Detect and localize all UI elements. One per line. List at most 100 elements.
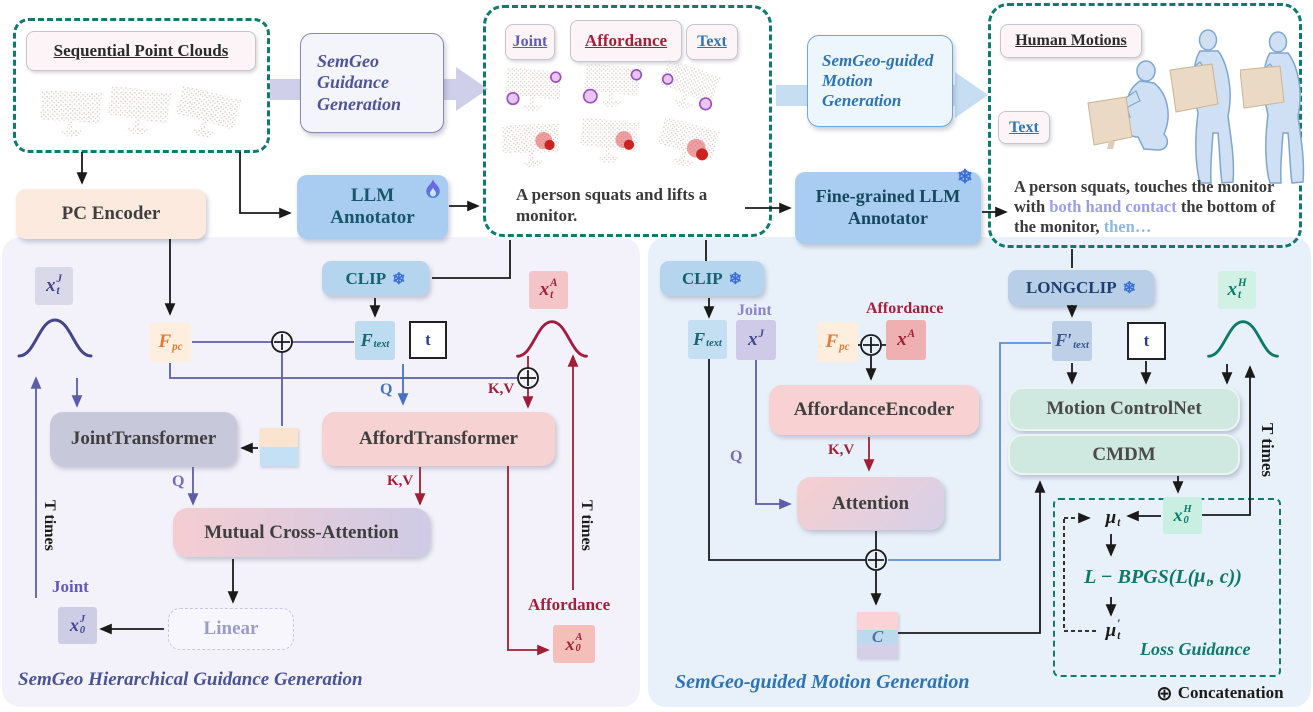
c-box-afford-part: [857, 612, 898, 630]
stage2-label-box: SemGeo-guided Motion Generation: [807, 35, 953, 127]
linear-block: Linear: [168, 608, 294, 650]
timestep-left-label: t: [425, 330, 431, 349]
timestep-right-label: t: [1143, 331, 1150, 350]
motion-caption: A person squats, touches the monitor wit…: [1014, 177, 1300, 237]
joint-transformer-block: JointTransformer: [50, 412, 237, 466]
concat-oplus-symbols: [271, 331, 887, 571]
guidance-caption: A person squats and lifts a monitor.: [516, 185, 708, 226]
affordance-encoder-block: AffordanceEncoder: [769, 385, 979, 435]
clip-left-block: CLIP ❄: [322, 261, 429, 296]
tag-affordance: Affordance: [584, 31, 668, 50]
joint-transformer-label: JointTransformer: [70, 428, 217, 449]
concat-feature-chip: [260, 428, 298, 466]
clip-right-label: CLIP: [681, 268, 723, 288]
line-fpc-to-oplus2: [169, 363, 517, 379]
kv-mca-label: K,V: [387, 473, 414, 489]
q-attention-label: Q: [730, 448, 743, 465]
fine-llm-annotator-label: Fine-grained LLM Annotator: [815, 186, 961, 228]
cmdm-block: CMDM: [1008, 434, 1240, 475]
ttimes-joint-label: T times: [41, 500, 58, 551]
stage2-arrow-head: [955, 72, 988, 118]
stage1-arrow-head: [456, 67, 488, 111]
attention-block: Attention: [797, 477, 944, 530]
right-panel-title: SemGeo-guided Motion Generation: [675, 671, 970, 693]
pc-encoder-block: PC Encoder: [16, 189, 206, 239]
snowflake-icon-longclip: ❄: [1122, 280, 1137, 297]
legend-label: Concatenation: [1177, 683, 1284, 702]
arrow-c-to-cmdm: [898, 480, 1046, 634]
tag-text2-box: Text: [998, 111, 1050, 144]
arrow-seq-to-llm: [239, 152, 292, 219]
tag-text2: Text: [1009, 118, 1039, 136]
stage1-label-box: SemGeo Guidance Generation: [300, 33, 444, 133]
ttimes-motion-label: T times: [1258, 423, 1277, 477]
afford-transformer-block: AffordTransformer: [322, 412, 555, 466]
concat-chip-ftext-part: [260, 447, 298, 466]
pc-encoder-label: PC Encoder: [61, 203, 161, 224]
c-label: C: [871, 627, 884, 646]
tag-joint: Joint: [512, 33, 548, 50]
tag-human-motions: Human Motions: [1015, 32, 1127, 49]
tag-affordance-box: Affordance: [570, 20, 682, 62]
joint-input-label: Joint: [737, 302, 772, 319]
motion-caption-seg3: the bottom of the monitor,: [1014, 197, 1276, 237]
afford-transformer-label: AffordTransformer: [359, 428, 518, 449]
gaussian-motion-icon: [1207, 320, 1279, 358]
fptext-box: F′text: [1052, 321, 1092, 361]
human-figure-lifting: [1169, 29, 1235, 184]
affordance-encoder-label: AffordanceEncoder: [793, 399, 955, 420]
concat-chip-fpc-part: [260, 428, 298, 447]
joint-monitor-1: [503, 64, 569, 115]
tag-joint-box: Joint: [505, 24, 555, 60]
kv-attention-label: K,V: [828, 442, 855, 458]
longclip-label: LONGCLIP: [1025, 278, 1117, 297]
mutual-cross-attention-block: Mutual Cross-Attention: [173, 508, 430, 557]
fine-llm-annotator-block: Fine-grained LLM Annotator: [795, 172, 981, 244]
ttimes-afford-label: T times: [578, 500, 595, 551]
arrow-xj-q-to-attention: [755, 360, 792, 510]
mu-t-prime-label: μ′t: [1105, 618, 1121, 642]
c-box-text-part: C: [857, 627, 898, 646]
longclip-block: LONGCLIP ❄: [1008, 270, 1154, 306]
line-ftext-to-oplus4: [708, 359, 866, 561]
motion-caption-seg1: A person squats, touches the monitor wit…: [1014, 177, 1275, 217]
legend: ⊕ Concatenation: [1156, 681, 1284, 705]
oplus-fpc-ftext-icon: [271, 331, 293, 353]
motion-outputs-box: [988, 3, 1302, 248]
motion-controlnet-label: Motion ControlNet: [1046, 398, 1202, 419]
joint-output-label: Joint: [52, 577, 89, 596]
affordance-monitor-3: [652, 112, 728, 176]
line-mutp-feedback: [1063, 518, 1096, 632]
clip-left-label: CLIP: [345, 268, 387, 288]
sequential-pointclouds-box: [13, 18, 270, 153]
affordance-monitor-1: [497, 114, 572, 176]
llm-annotator-label: LLM Annotator: [330, 185, 415, 228]
snowflake-icon-clip-right: ❄: [728, 270, 743, 288]
seq-title: Sequential Point Clouds: [53, 41, 229, 60]
oplus-legend-icon: ⊕: [1156, 681, 1173, 705]
affordance-monitor-2: [578, 114, 646, 167]
linear-label: Linear: [203, 618, 259, 639]
mutual-cross-attention-label: Mutual Cross-Attention: [204, 521, 399, 543]
attention-label: Attention: [831, 492, 910, 514]
seq-title-box: Sequential Point Clouds: [26, 31, 256, 71]
llm-annotator-block: LLM Annotator: [297, 175, 448, 239]
line-guidancebox-to-clip-left: [432, 240, 511, 279]
human-figure-standing: [1240, 31, 1305, 184]
gaussian-joint-icon: [17, 318, 93, 358]
tag-text-box: Text: [686, 24, 738, 60]
affordance-output-label: Affordance: [528, 595, 611, 614]
loss-guidance-caption: Loss Guidance: [1140, 639, 1251, 659]
